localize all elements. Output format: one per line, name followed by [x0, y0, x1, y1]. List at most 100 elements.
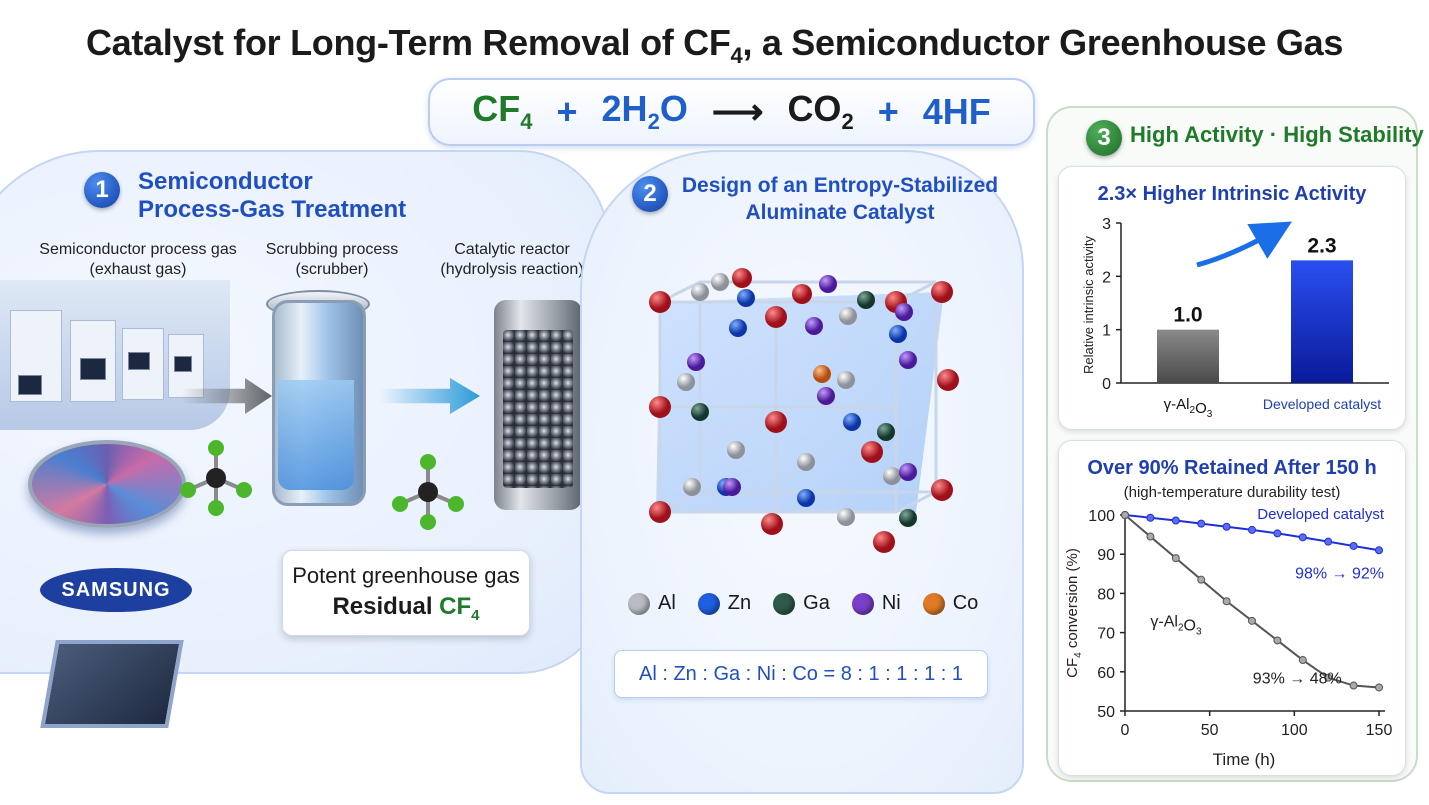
increase-arrow-icon — [1196, 221, 1292, 268]
legend-dot — [697, 592, 720, 615]
plus-sign: + — [877, 91, 899, 132]
line-chart-title: Over 90% Retained After 150 h — [1087, 457, 1377, 479]
data-point — [1273, 636, 1282, 645]
gas-box-line2: Residual CF4 — [332, 593, 480, 624]
category-label: Developed catalyst — [1263, 396, 1381, 412]
data-point — [1197, 575, 1206, 584]
element-legend: Al Zn Ga Ni Co — [628, 592, 978, 615]
data-point — [1171, 516, 1180, 525]
cf4-molecule-icon — [180, 440, 252, 516]
y-tick-label: 0 — [1102, 376, 1111, 393]
data-point — [1349, 681, 1358, 690]
bar-value-label: 1.0 — [1173, 304, 1202, 327]
legend-item-ga: Ga — [773, 592, 830, 615]
panel1-title: Semiconductor Process-Gas Treatment — [138, 168, 406, 224]
legend-item-co: Co — [922, 592, 978, 615]
cf4-molecule-icon — [392, 454, 464, 530]
y-tick-label: 50 — [1097, 704, 1115, 721]
product-hf: 4HF — [922, 91, 991, 132]
x-axis-label: Time (h) — [1213, 750, 1276, 769]
legend-item-ni: Ni — [851, 592, 901, 615]
series-line — [1124, 514, 1380, 689]
y-axis-label: Relative intrinsic activity — [1081, 236, 1096, 374]
residual-gas-box: Potent greenhouse gas Residual CF4 — [282, 550, 530, 636]
data-point — [1375, 683, 1383, 692]
bar — [1157, 329, 1219, 383]
series-label: Developed catalyst — [1257, 506, 1385, 523]
reaction-equation: CF4 + 2H2O ⟶ CO2 + 4HF — [428, 78, 1035, 146]
bar-value-label: 2.3 — [1307, 234, 1336, 257]
data-point — [1324, 537, 1333, 546]
step-badge-3: 3 — [1086, 120, 1122, 156]
data-point — [1298, 533, 1307, 542]
legend-dot — [628, 592, 650, 615]
chip-image — [40, 640, 184, 728]
y-tick-label: 70 — [1097, 626, 1115, 643]
y-tick-label: 100 — [1088, 508, 1115, 525]
panel1-title-line1: Semiconductor — [138, 168, 313, 195]
data-point — [1349, 541, 1358, 550]
legend-dot — [851, 592, 874, 615]
panel1-title-line2: Process-Gas Treatment — [138, 196, 407, 223]
legend-item-zn: Zn — [697, 592, 751, 615]
y-tick-label: 3 — [1102, 216, 1111, 233]
scrubber-water — [278, 380, 354, 490]
y-tick-label: 90 — [1097, 547, 1115, 564]
reaction-arrow: ⟶ — [711, 91, 764, 132]
data-point — [1273, 529, 1282, 538]
step-badge-2: 2 — [632, 176, 668, 212]
stage-reactor-label: Catalytic reactor (hydrolysis reaction) — [440, 241, 584, 278]
category-label: γ-Al2O3 — [1164, 396, 1213, 420]
data-point — [1222, 522, 1231, 531]
data-point — [1171, 554, 1180, 563]
reactant-cf4: CF4 — [472, 88, 533, 135]
title-suffix: , a Semiconductor Greenhouse Gas — [742, 22, 1344, 63]
bar — [1291, 260, 1353, 383]
page-title: Catalyst for Long-Term Removal of CF4, a… — [0, 22, 1429, 69]
catalyst-bed — [503, 330, 573, 488]
title-prefix: Catalyst for Long-Term Removal of CF — [85, 22, 731, 63]
data-point — [1248, 525, 1256, 534]
panel3-title: High Activity · High Stability — [1130, 122, 1424, 147]
data-point — [1375, 546, 1383, 555]
crystal-structure — [649, 268, 959, 553]
bar-chart: Relative intrinsic activity 0 1 2 3 1.0 γ-Al2… — [1081, 216, 1389, 420]
gas-box-line1: Potent greenhouse gas — [292, 563, 520, 588]
line-chart: CF4 conversion (%) Time (h) 506070809010… — [1064, 506, 1393, 769]
data-point — [1146, 513, 1155, 522]
wafer-image — [28, 440, 186, 528]
legend-item-al: Al — [628, 592, 676, 615]
y-tick-label: 1 — [1102, 323, 1111, 340]
plus-sign: + — [556, 91, 578, 132]
y-tick-label: 2 — [1102, 269, 1111, 286]
bar-chart-title: 2.3× Higher Intrinsic Activity — [1097, 183, 1367, 205]
data-point — [1121, 511, 1129, 519]
x-tick-label: 0 — [1121, 722, 1130, 739]
y-axis-label: CF4 conversion (%) — [1064, 548, 1084, 678]
data-point — [1222, 597, 1231, 606]
series-annotation: 93% → 48% — [1253, 671, 1342, 688]
panel2-title-line2: Aluminate Catalyst — [745, 201, 935, 224]
data-point — [1197, 519, 1206, 528]
stage-scrubber-label: Scrubbing process (scrubber) — [265, 241, 399, 278]
legend-dot — [922, 592, 945, 615]
atoms — [649, 268, 959, 553]
series-label: γ-Al2O3 — [1150, 614, 1202, 638]
composition-ratio: Al : Zn : Ga : Ni : Co = 8 : 1 : 1 : 1 :… — [614, 650, 988, 698]
data-point — [1248, 616, 1256, 625]
title-sub: 4 — [730, 43, 743, 69]
line-chart-subtitle: (high-temperature durability test) — [1123, 484, 1341, 501]
data-point — [1146, 532, 1155, 541]
stage-exhaust-label: Semiconductor process gas (exhaust gas) — [39, 241, 237, 278]
product-co2: CO2 — [787, 88, 854, 135]
x-tick-label: 150 — [1366, 722, 1393, 739]
stability-chart-card: Over 90% Retained After 150 h (high-temp… — [1058, 440, 1406, 776]
panel2-title: Design of an Entropy-Stabilized Aluminat… — [670, 172, 1010, 226]
cleanroom-image — [0, 280, 230, 430]
activity-chart-card: 2.3× Higher Intrinsic Activity Relative … — [1058, 166, 1406, 430]
samsung-logo: SAMSUNG — [40, 568, 192, 612]
panel2-title-line1: Design of an Entropy-Stabilized — [681, 174, 999, 197]
data-point — [1298, 656, 1307, 665]
legend-dot — [773, 592, 796, 615]
x-tick-label: 50 — [1201, 722, 1219, 739]
